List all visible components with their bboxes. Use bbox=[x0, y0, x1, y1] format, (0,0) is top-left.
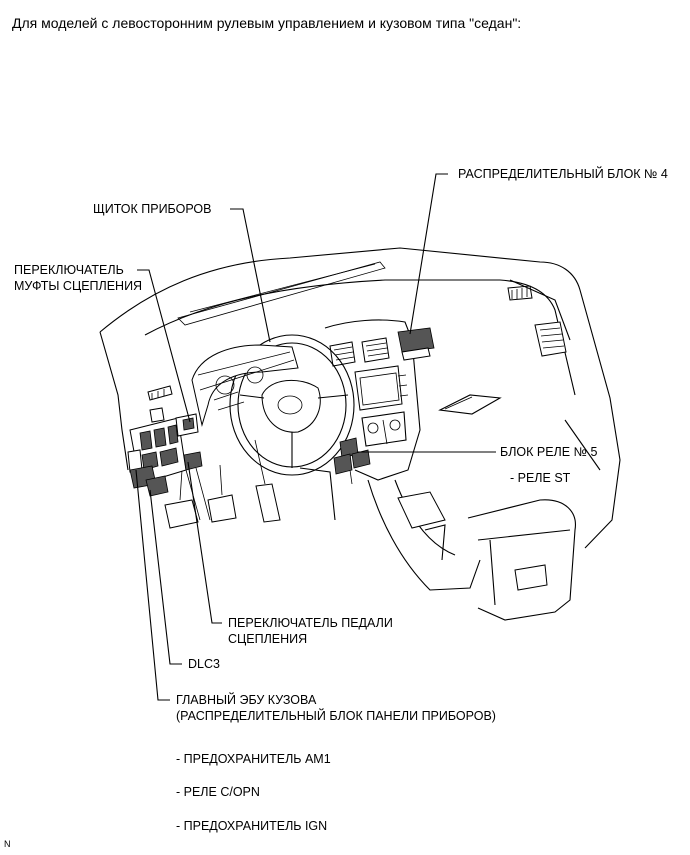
clutch-pedal-switch-label-line2: СЦЕПЛЕНИЯ bbox=[228, 632, 308, 646]
clutch-switch-label-line1: ПЕРЕКЛЮЧАТЕЛЬ bbox=[14, 263, 124, 277]
fuse-am1-label: - ПРЕДОХРАНИТЕЛЬ AM1 bbox=[176, 752, 331, 766]
leader-lines bbox=[135, 173, 496, 701]
floor-console bbox=[367, 479, 576, 621]
junction-block-4-shape bbox=[397, 327, 435, 361]
main-body-ecu-label-line1: ГЛАВНЫЙ ЭБУ КУЗОВА bbox=[176, 693, 317, 707]
combination-meter-shape bbox=[191, 344, 299, 427]
relay-c-opn-label: - РЕЛЕ C/OPN bbox=[176, 785, 260, 799]
dashboard-outline bbox=[99, 247, 621, 549]
page-heading: Для моделей с левосторонним рулевым упра… bbox=[12, 15, 522, 31]
clutch-pedal-switch-label-line1: ПЕРЕКЛЮЧАТЕЛЬ ПЕДАЛИ bbox=[228, 616, 393, 630]
fuse-ign-label: - ПРЕДОХРАНИТЕЛЬ IGN bbox=[176, 819, 328, 833]
dlc3-label: DLC3 bbox=[188, 657, 220, 671]
instrument-panel-junction-block-shape bbox=[127, 407, 211, 521]
junction-block-4-label: РАСПРЕДЕЛИТЕЛЬНЫЙ БЛОК № 4 bbox=[458, 167, 668, 181]
relay-block-5-label: БЛОК РЕЛЕ № 5 bbox=[500, 445, 598, 459]
combination-meter-label: ЩИТОК ПРИБОРОВ bbox=[93, 202, 212, 216]
corner-mark: N bbox=[4, 839, 11, 849]
relay-block-5-shape bbox=[333, 437, 371, 485]
steering-wheel bbox=[229, 334, 355, 521]
main-body-ecu-label-line2: (РАСПРЕДЕЛИТЕЛЬНЫЙ БЛОК ПАНЕЛИ ПРИБОРОВ) bbox=[176, 709, 496, 723]
pedals bbox=[164, 439, 281, 529]
clutch-switch-label-line2: МУФТЫ СЦЕПЛЕНИЯ bbox=[14, 279, 143, 293]
relay-st-label: - РЕЛЕ ST bbox=[510, 471, 571, 485]
center-stack bbox=[324, 319, 421, 481]
